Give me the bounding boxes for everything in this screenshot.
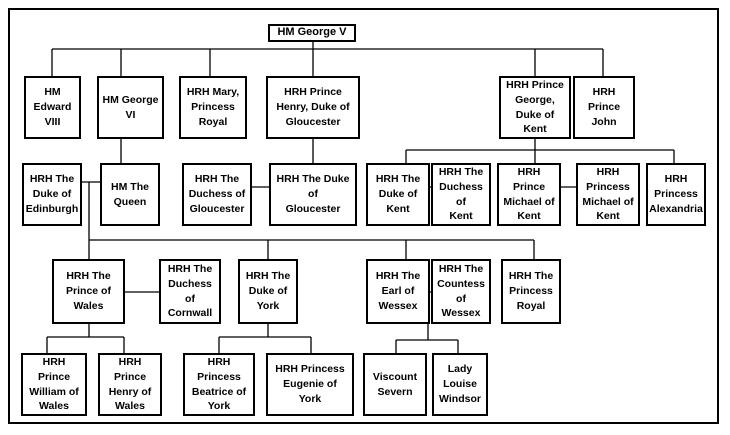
- node-mary-princess-royal: HRH Mary, Princess Royal: [179, 76, 247, 139]
- node-earl-of-wessex: HRH The Earl of Wessex: [366, 259, 430, 324]
- node-prince-george-kent: HRH Prince George, Duke of Kent: [499, 76, 571, 139]
- node-princess-eugenie: HRH Princess Eugenie of York: [266, 353, 354, 416]
- node-princess-alexandra: HRH Princess Alexandria: [646, 163, 706, 226]
- node-duchess-of-cornwall: HRH The Duchess of Cornwall: [159, 259, 221, 324]
- node-the-queen: HM The Queen: [100, 163, 160, 226]
- node-prince-of-wales: HRH The Prince of Wales: [52, 259, 125, 324]
- node-lady-louise-windsor: Lady Louise Windsor: [432, 353, 488, 416]
- node-princess-beatrice: HRH Princess Beatrice of York: [183, 353, 255, 416]
- node-duchess-of-kent: HRH The Duchess of Kent: [431, 163, 491, 226]
- node-george-v: HM George V: [268, 24, 356, 42]
- node-viscount-severn: Viscount Severn: [363, 353, 427, 416]
- node-duchess-of-gloucester: HRH The Duchess of Gloucester: [182, 163, 252, 226]
- node-prince-john: HRH Prince John: [573, 76, 635, 139]
- node-the-princess-royal: HRH The Princess Royal: [501, 259, 561, 324]
- node-prince-henry-gloucester: HRH Prince Henry, Duke of Gloucester: [266, 76, 360, 139]
- node-prince-henry: HRH Prince Henry of Wales: [98, 353, 162, 416]
- node-prince-michael-of-kent: HRH Prince Michael of Kent: [497, 163, 561, 226]
- node-prince-william: HRH Prince William of Wales: [21, 353, 87, 416]
- node-duke-of-york: HRH The Duke of York: [238, 259, 298, 324]
- node-princess-michael-of-kent: HRH Princess Michael of Kent: [576, 163, 640, 226]
- node-duke-of-edinburgh: HRH The Duke of Edinburgh: [22, 163, 82, 226]
- node-george-vi: HM George VI: [97, 76, 164, 139]
- node-edward-viii: HM Edward VIII: [24, 76, 81, 139]
- node-countess-of-wessex: HRH The Countess of Wessex: [431, 259, 491, 324]
- node-duke-of-gloucester: HRH The Duke of Gloucester: [269, 163, 357, 226]
- node-duke-of-kent: HRH The Duke of Kent: [366, 163, 430, 226]
